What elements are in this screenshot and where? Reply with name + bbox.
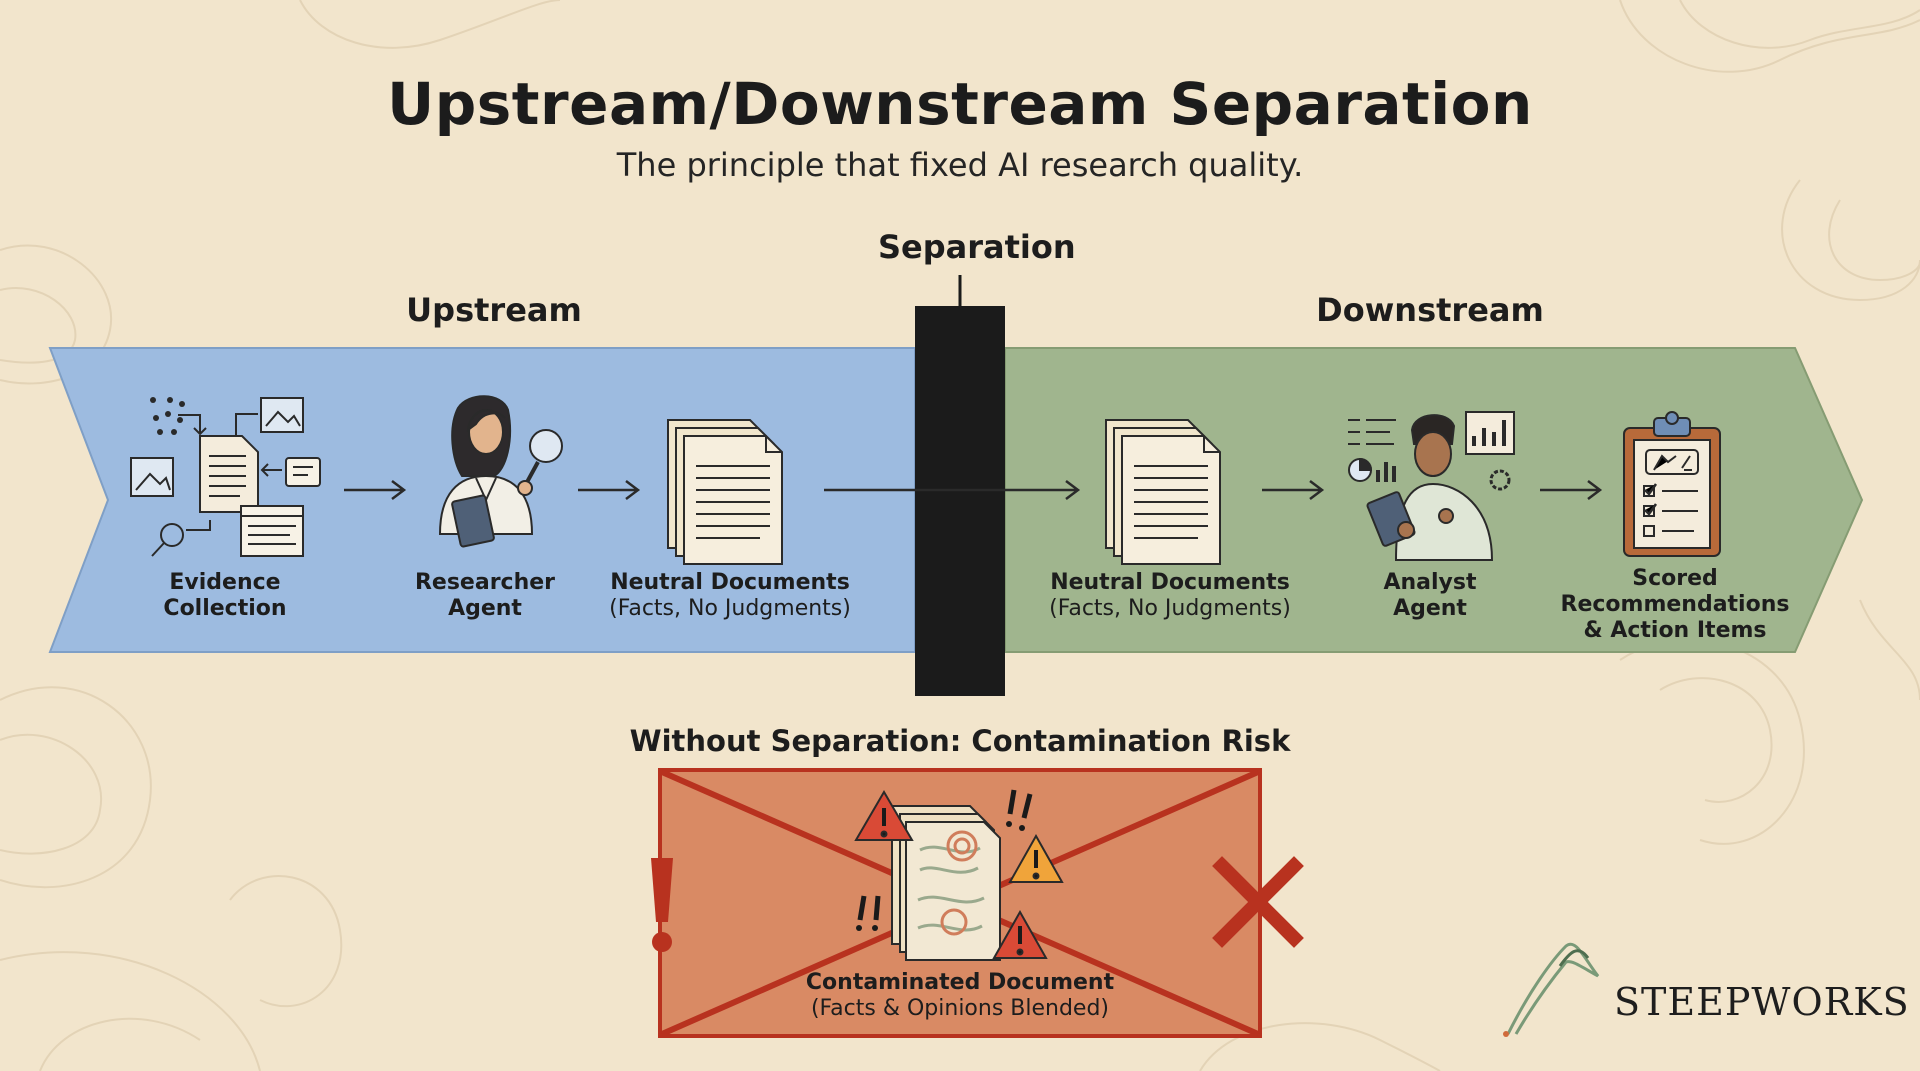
researcher-agent-icon [438,395,563,548]
separation-label: Separation [878,228,1076,266]
contaminated-document-label: Contaminated Document (Facts & Opinions … [805,970,1115,1021]
node-label-researcher-agent: Researcher Agent [414,570,556,621]
document-stack-icon [667,419,783,565]
page-title: Upstream/Downstream Separation [387,70,1533,138]
contamination-risk-title: Without Separation: Contamination Risk [629,724,1291,758]
node-label-evidence-collection: Evidence Collection [163,570,287,621]
logo-dot [1503,1031,1509,1037]
brand-wordmark: STEEPWORKS [1614,980,1910,1024]
upstream-label: Upstream [406,291,582,329]
exclamation-marks-icon [856,789,1033,931]
steepworks-logo-icon [1506,942,1600,1035]
contaminated-document-icon [891,805,1001,961]
node-label-analyst-agent: Analyst Agent [1383,570,1477,621]
large-exclamation-icon [651,858,673,952]
separation-barrier [915,306,1005,696]
downstream-label: Downstream [1316,291,1544,329]
document-stack-icon [1105,419,1221,565]
red-x-icon [1212,856,1304,948]
node-label-neutral-documents-upstream: Neutral Documents (Facts, No Judgments) [609,570,851,621]
analyst-agent-icon [1348,411,1515,561]
warning-triangle-icon [854,790,1064,959]
node-label-neutral-documents-downstream: Neutral Documents (Facts, No Judgments) [1049,570,1291,621]
page-subtitle: The principle that fixed AI research qua… [616,146,1304,184]
evidence-collection-icon [130,397,321,557]
flow-arrows [344,480,1603,500]
node-label-scored-recommendations: Scored Recommendations & Action Items [1560,566,1790,643]
clipboard-checklist-icon [1623,411,1721,557]
